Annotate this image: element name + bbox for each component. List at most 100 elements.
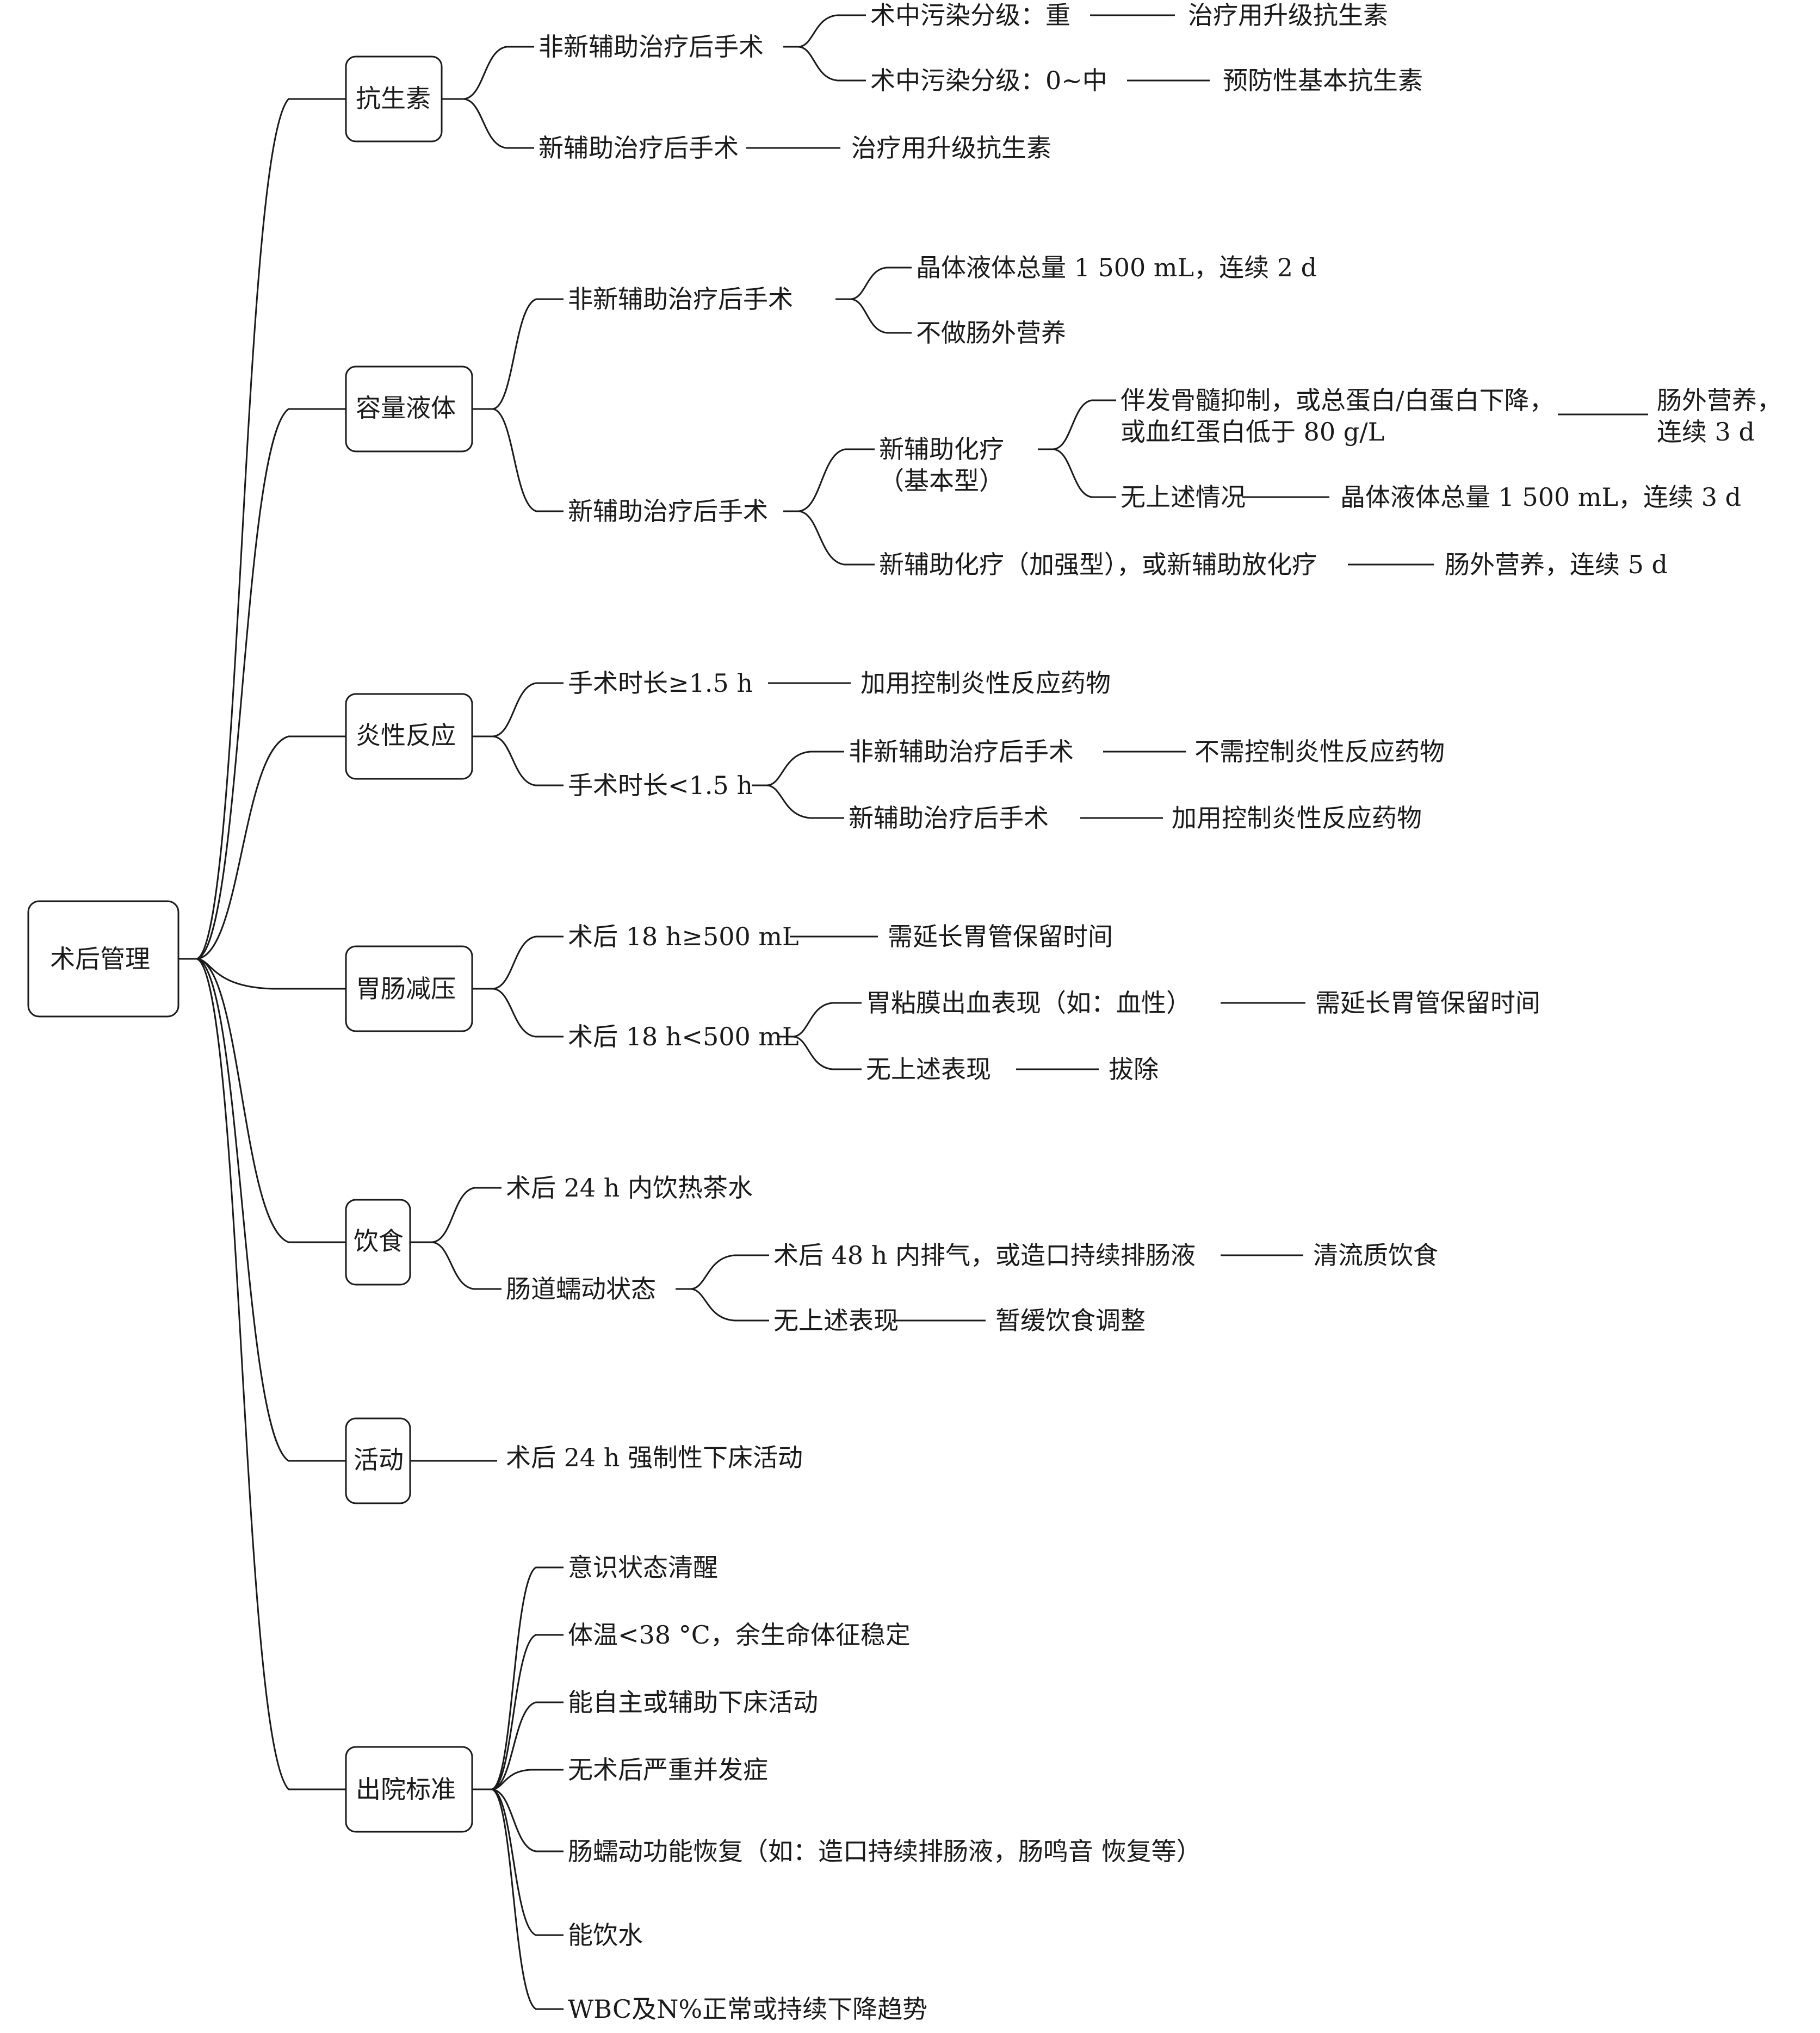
connector-line bbox=[793, 1036, 862, 1070]
branch-label: 无上述表现 bbox=[773, 1306, 899, 1335]
result-label: 需延长胃管保留时间 bbox=[888, 922, 1113, 951]
category-label-fluid-volume: 容量液体 bbox=[356, 393, 456, 423]
branch-label: 肠道蠕动状态 bbox=[506, 1274, 656, 1304]
connector-line bbox=[766, 784, 844, 819]
result-label: 预防性基本抗生素 bbox=[1223, 66, 1423, 95]
connector-line bbox=[463, 46, 534, 100]
result-label: 暂缓饮食调整 bbox=[995, 1306, 1146, 1335]
branch-label: 胃粘膜出血表现（如：血性） bbox=[866, 988, 1191, 1018]
category-box-inflammation bbox=[345, 693, 473, 780]
category-box-antibiotics bbox=[345, 55, 443, 142]
root-node-label: 术后管理 bbox=[50, 944, 150, 974]
connector-line bbox=[196, 958, 346, 1243]
connector-line bbox=[491, 1788, 564, 1852]
category-box-activity bbox=[345, 1417, 411, 1504]
connector-line bbox=[492, 735, 564, 786]
branch-label: （基本型） bbox=[879, 466, 1004, 495]
connector-line bbox=[491, 1769, 564, 1790]
connector-line bbox=[492, 298, 564, 410]
connector-line bbox=[1053, 448, 1116, 498]
category-label-inflammation: 炎性反应 bbox=[356, 721, 456, 750]
result-label: 加用控制炎性反应药物 bbox=[861, 668, 1111, 698]
connector-line bbox=[196, 958, 346, 1462]
branch-label: 术后 18 h<500 mL bbox=[568, 1022, 799, 1051]
connector-line bbox=[798, 510, 875, 566]
connector-line bbox=[196, 958, 346, 990]
connector-line bbox=[492, 935, 564, 990]
connector-line bbox=[196, 98, 346, 960]
result-label: 连续 3 d bbox=[1657, 417, 1755, 447]
branch-label: 术中污染分级：0~中 bbox=[870, 66, 1107, 95]
result-label: 晶体液体总量 1 500 mL，连续 3 d bbox=[1340, 482, 1741, 512]
branch-label: 伴发骨髓抑制，或总蛋白/白蛋白下降， bbox=[1121, 386, 1555, 415]
connector-line bbox=[798, 14, 866, 48]
branch-label: 手术时长≥1.5 h bbox=[568, 668, 753, 698]
connector-line bbox=[690, 1288, 769, 1322]
connector-line bbox=[690, 1254, 769, 1290]
category-label-gi-decompression: 胃肠减压 bbox=[356, 974, 456, 1003]
category-box-discharge-criteria bbox=[345, 1746, 473, 1833]
category-label-activity: 活动 bbox=[354, 1445, 404, 1474]
branch-label: 或血红蛋白低于 80 g/L bbox=[1121, 417, 1384, 447]
result-label: 不需控制炎性反应药物 bbox=[1194, 737, 1445, 766]
connector-line bbox=[850, 298, 912, 334]
connector-line bbox=[463, 98, 534, 149]
connector-line bbox=[1053, 399, 1116, 450]
connector-line bbox=[798, 46, 866, 82]
category-box-fluid-volume bbox=[345, 365, 473, 453]
result-label: 加用控制炎性反应药物 bbox=[1172, 803, 1422, 833]
connector-lines bbox=[178, 14, 1648, 2010]
branch-label: 新辅助治疗后手术 bbox=[568, 497, 768, 526]
result-label: 清流质饮食 bbox=[1313, 1241, 1438, 1270]
branch-label: 新辅助化疗（加强型），或新辅助放化疗 bbox=[879, 550, 1317, 579]
connector-line bbox=[491, 1634, 564, 1790]
branch-label: 新辅助化疗 bbox=[879, 435, 1004, 464]
connector-line bbox=[491, 1566, 564, 1790]
branch-label: 术中污染分级：重 bbox=[870, 1, 1070, 30]
leaf-label: 体温<38 °C，余生命体征稳定 bbox=[568, 1620, 911, 1650]
result-label: 治疗用升级抗生素 bbox=[1188, 1, 1388, 30]
root-node-box bbox=[27, 900, 179, 1018]
category-label-antibiotics: 抗生素 bbox=[356, 84, 431, 113]
leaf-label: 肠蠕动功能恢复（如：造口持续排肠液，肠鸣音 恢复等） bbox=[568, 1837, 1202, 1866]
connector-line bbox=[491, 1701, 564, 1790]
connector-line bbox=[492, 408, 564, 512]
connector-line bbox=[491, 1788, 564, 1936]
connector-line bbox=[850, 266, 912, 300]
category-label-diet: 饮食 bbox=[354, 1226, 404, 1256]
result-label: 需延长胃管保留时间 bbox=[1315, 988, 1540, 1018]
branch-label: 非新辅助治疗后手术 bbox=[849, 737, 1074, 766]
result-label: 肠外营养， bbox=[1657, 386, 1782, 415]
leaf-label: 不做肠外营养 bbox=[916, 318, 1066, 348]
connector-line bbox=[798, 448, 875, 512]
leaf-label: WBC及N%正常或持续下降趋势 bbox=[568, 1994, 927, 2024]
leaf-label: 晶体液体总量 1 500 mL，连续 2 d bbox=[916, 253, 1317, 282]
branch-label: 非新辅助治疗后手术 bbox=[568, 284, 793, 314]
connector-line bbox=[196, 958, 346, 1790]
branch-label: 非新辅助治疗后手术 bbox=[538, 32, 764, 61]
category-label-discharge-criteria: 出院标准 bbox=[356, 1775, 456, 1804]
leaf-label: 术后 24 h 强制性下床活动 bbox=[506, 1443, 803, 1472]
branch-label: 新辅助治疗后手术 bbox=[849, 803, 1049, 833]
connector-line bbox=[766, 751, 844, 786]
result-label: 治疗用升级抗生素 bbox=[851, 133, 1051, 163]
connector-line bbox=[196, 735, 346, 960]
branch-label: 无上述表现 bbox=[866, 1055, 991, 1084]
connector-line bbox=[793, 1002, 862, 1038]
connector-line bbox=[196, 408, 346, 960]
result-label: 拔除 bbox=[1109, 1055, 1159, 1084]
branch-label: 新辅助治疗后手术 bbox=[538, 133, 739, 163]
connector-line bbox=[431, 1187, 502, 1243]
branch-label: 术后 18 h≥500 mL bbox=[568, 922, 799, 951]
leaf-label: 无术后严重并发症 bbox=[568, 1755, 768, 1784]
connector-line bbox=[491, 1788, 564, 2010]
category-box-diet bbox=[345, 1199, 411, 1286]
leaf-label: 能自主或辅助下床活动 bbox=[568, 1688, 818, 1717]
connector-line bbox=[492, 682, 564, 737]
connector-line bbox=[431, 1241, 502, 1290]
connector-line bbox=[492, 988, 564, 1038]
leaf-label: 能饮水 bbox=[568, 1920, 643, 1950]
branch-label: 术后 48 h 内排气，或造口持续排肠液 bbox=[773, 1241, 1196, 1270]
leaf-label: 意识状态清醒 bbox=[568, 1553, 718, 1582]
